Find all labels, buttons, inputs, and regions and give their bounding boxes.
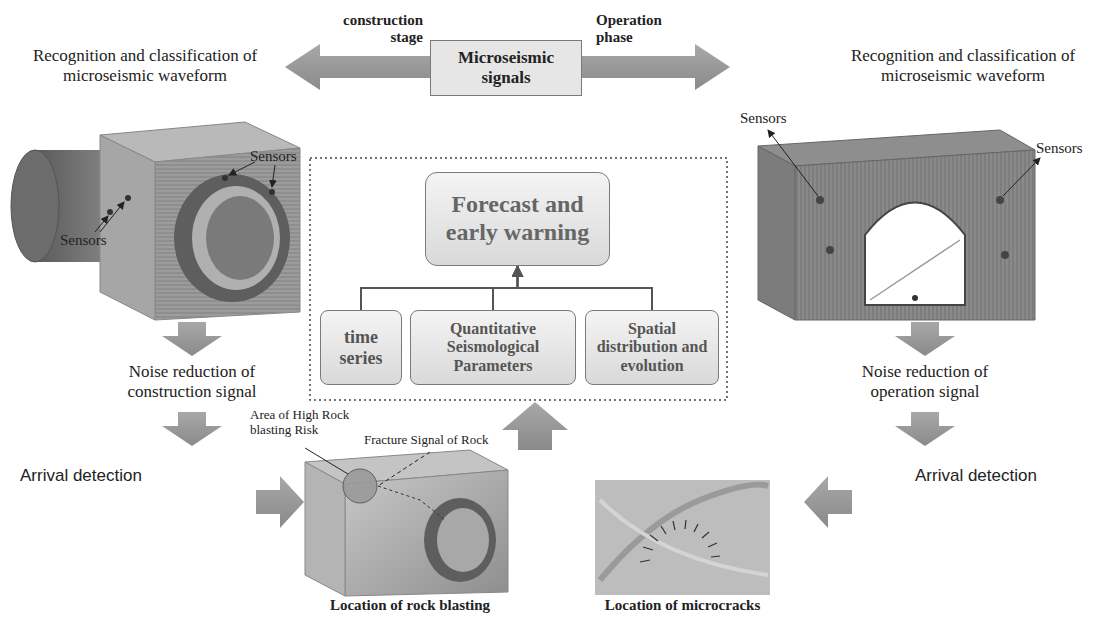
step-label: Recognition and classification of micros… [838, 46, 1088, 85]
node-text: Spatial distribution and evolution [592, 320, 712, 375]
analysis-box: Spatial distribution and evolution [585, 310, 719, 385]
step-label: Arrival detection [915, 466, 1085, 486]
microcrack-image [595, 480, 770, 595]
sensor-label: Sensors [250, 148, 312, 165]
tree-connector [518, 266, 653, 310]
result-box: Forecast and early warning [425, 172, 610, 266]
analysis-box: Quantitative Seismological Parameters [410, 310, 576, 385]
sensor-label: Sensors [60, 232, 122, 249]
callout-label: Area of High Rock blasting Risk [250, 408, 360, 438]
analysis-box: time series [320, 310, 402, 385]
callout-label: Fracture Signal of Rock [364, 433, 504, 448]
caption-label: Location of microcracks [585, 597, 780, 614]
node-text: Forecast and early warning [432, 191, 603, 246]
operation-tunnel [758, 130, 1040, 320]
stage-label: Operation phase [596, 12, 691, 47]
caption-label: Location of rock blasting [295, 597, 525, 614]
rock-blasting-block [305, 448, 508, 596]
node-text: time series [327, 327, 395, 368]
tree-connector [493, 266, 518, 310]
step-label: Noise reduction of operation signal [835, 362, 1015, 401]
step-label: Arrival detection [20, 466, 190, 486]
node-text: Quantitative Seismological Parameters [417, 320, 569, 375]
step-label: Recognition and classification of micros… [20, 46, 270, 85]
node-text: Microseismic signals [437, 48, 575, 87]
source-box: Microseismic signals [430, 40, 582, 96]
stage-label: construction stage [318, 12, 423, 47]
step-label: Noise reduction of construction signal [92, 362, 292, 401]
dotted-frame [310, 158, 727, 400]
tree-connector [361, 266, 518, 310]
sensor-label: Sensors [1036, 140, 1096, 157]
sensor-label: Sensors [740, 110, 802, 127]
